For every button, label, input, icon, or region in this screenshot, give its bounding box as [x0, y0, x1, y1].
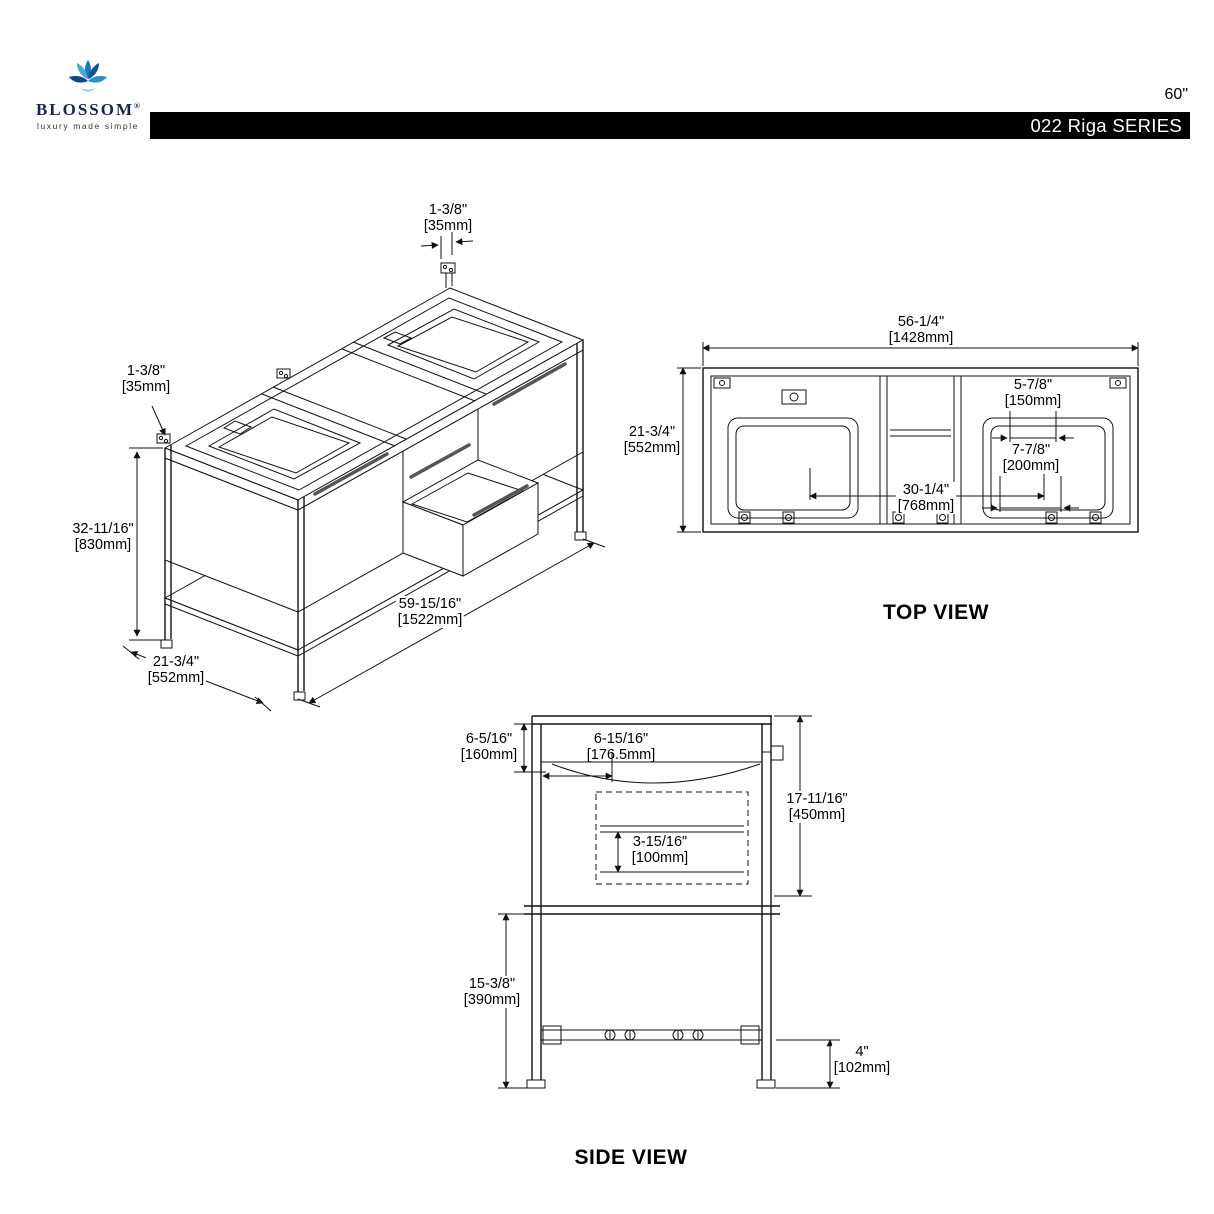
dim-label-iso-width: 59-15/16"[1522mm] [395, 596, 465, 628]
dim-label-top-depth: 21-3/4"[552mm] [623, 424, 681, 456]
dim-label-side-drawer-depth: 3-15/16"[100mm] [629, 834, 691, 866]
dim-label-top-sink-offset: 5-7/8"[150mm] [1002, 377, 1064, 409]
series-title-bar: 022 Riga SERIES [150, 112, 1190, 139]
dim-label-side-top-inset: 6-5/16"[160mm] [460, 731, 518, 763]
iso-view-drawing [156, 262, 587, 701]
iso-dimension-lines [122, 232, 606, 712]
dim-label-iso-height: 32-11/16"[830mm] [72, 521, 134, 553]
dim-label-side-foot-height: 4"[102mm] [831, 1044, 893, 1076]
dim-label-iso-top-thickness: 1-3/8"[35mm] [423, 202, 473, 234]
side-view-dimension-lines [498, 715, 840, 1089]
dim-label-top-width: 56-1/4"[1428mm] [886, 314, 956, 346]
series-title: 022 Riga SERIES [1030, 115, 1182, 136]
brand-name: BLOSSOM® [35, 100, 141, 119]
side-view-drawing [524, 715, 784, 1089]
dim-label-side-leg-space: 15-3/8"[390mm] [461, 976, 523, 1008]
dim-label-top-sink-width: 7-7/8"[200mm] [1000, 442, 1062, 474]
dim-label-top-center-span: 30-1/4"[768mm] [895, 482, 957, 514]
dim-label-side-body-height: 17-11/16"[450mm] [784, 791, 850, 823]
dim-label-iso-depth: 21-3/4"[552mm] [145, 654, 207, 686]
dim-label-side-top-depth: 6-15/16"[176.5mm] [586, 731, 656, 763]
brand-tagline: luxury made simple [36, 121, 140, 131]
top-view-drawing [702, 367, 1139, 533]
top-view-title: TOP VIEW [883, 601, 989, 624]
blossom-flower-icon [69, 60, 107, 92]
registered-mark: ® [134, 101, 141, 111]
dim-label-iso-left-thickness: 1-3/8"[35mm] [121, 363, 171, 395]
product-size-label: 60" [1164, 86, 1188, 103]
blossom-logo: BLOSSOM® luxury made simple [26, 58, 150, 131]
side-view-title: SIDE VIEW [574, 1146, 688, 1169]
